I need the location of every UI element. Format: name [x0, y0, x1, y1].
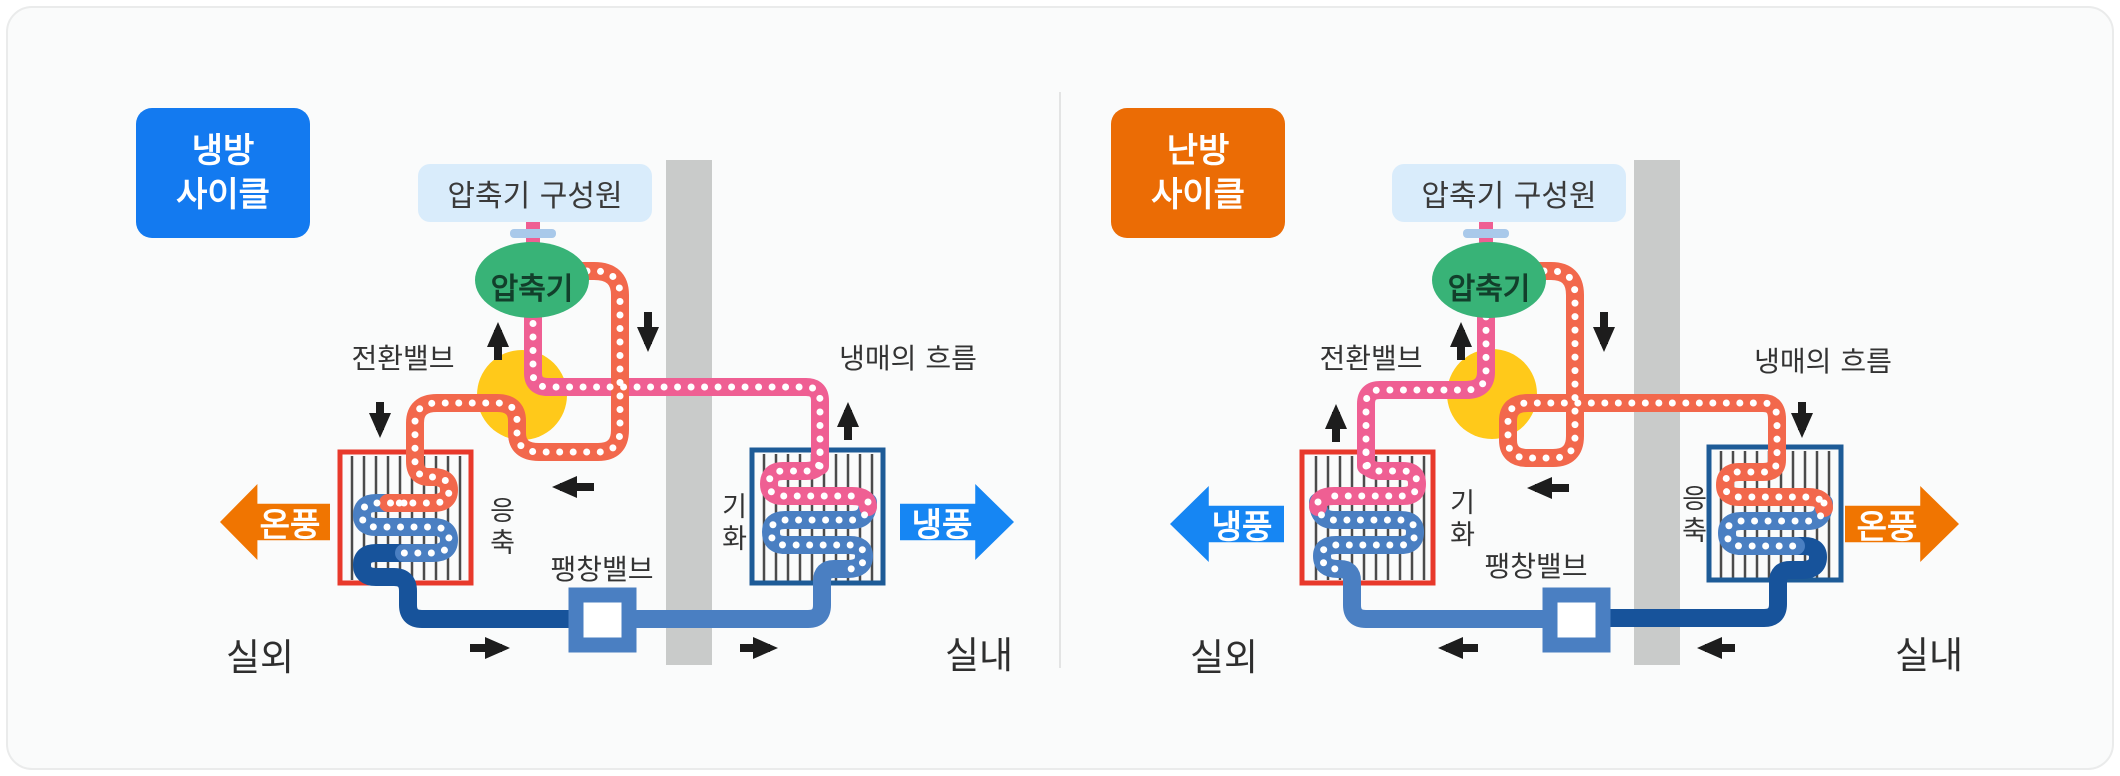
- compressor-cooling: [475, 242, 589, 318]
- pipe-pink-cooling-coil: [759, 443, 877, 516]
- panel-divider: [1059, 92, 1061, 668]
- air-label: 온풍: [259, 505, 321, 544]
- expansion-valve-heating: [1542, 587, 1611, 653]
- badge-line: 사이클: [176, 175, 270, 215]
- compressor-tick-cooling: [510, 229, 556, 238]
- pipe-navy-lines: [352, 537, 1828, 628]
- compressor-label: 압축기: [1447, 272, 1531, 307]
- flow-arrows: [369, 312, 1813, 659]
- compressor-unit-text: 압축기 구성원: [1421, 179, 1597, 214]
- indoor-label: 실내: [944, 634, 1014, 677]
- outdoor-label: 실외: [225, 636, 295, 679]
- compressor-unit-label: 압축기 구성원: [1392, 164, 1626, 222]
- outdoor-coil-label: 응축: [484, 496, 515, 560]
- refrigerant-flow-label: 냉매의 흐름: [839, 342, 977, 375]
- outdoor-label: 실외: [1189, 636, 1259, 679]
- compressor-label: 압축기: [490, 272, 574, 307]
- air-label: 냉풍: [1211, 507, 1273, 546]
- indoor-coil-label: 기화: [716, 492, 747, 556]
- switch-valve-label: 전환밸브: [351, 342, 455, 375]
- wall-heating: [1634, 160, 1680, 665]
- compressor-tick-heating: [1463, 229, 1509, 238]
- indoor-label: 실내: [1894, 634, 1964, 677]
- pipe-pink-heating-main: [1357, 293, 1495, 475]
- refrigerant-flow-label: 냉매의 흐름: [1754, 345, 1892, 378]
- pipe-navy-heating: [1601, 537, 1828, 627]
- badge-line: 냉방: [191, 131, 255, 171]
- wall-cooling: [666, 160, 712, 665]
- badge-line: 난방: [1166, 131, 1230, 171]
- compressor-unit-text: 압축기 구성원: [447, 179, 623, 214]
- cooling-cycle-badge: 냉방 사이클: [136, 108, 310, 238]
- switch-valve-label: 전환밸브: [1319, 342, 1423, 375]
- heating-cycle-badge: 난방 사이클: [1111, 108, 1285, 238]
- indoor-coil-label: 응축: [1676, 484, 1707, 548]
- compressor-unit-label: 압축기 구성원: [418, 164, 652, 222]
- pipe-navy-cooling: [352, 544, 578, 628]
- badge-line: 사이클: [1151, 175, 1245, 215]
- expansion-valve-label: 팽창밸브: [550, 553, 654, 586]
- expansion-valve-cooling: [568, 587, 637, 653]
- expansion-valve-label: 팽창밸브: [1484, 550, 1588, 583]
- air-label: 냉풍: [911, 505, 973, 544]
- reversing-valve-cooling: [477, 350, 567, 440]
- air-label: 온풍: [1856, 507, 1918, 546]
- pipe-pink-heating-coil: [1309, 443, 1427, 516]
- outdoor-coil-label: 기화: [1444, 488, 1475, 552]
- compressor-heating: [1432, 242, 1546, 318]
- pipe-dots: [358, 267, 1828, 573]
